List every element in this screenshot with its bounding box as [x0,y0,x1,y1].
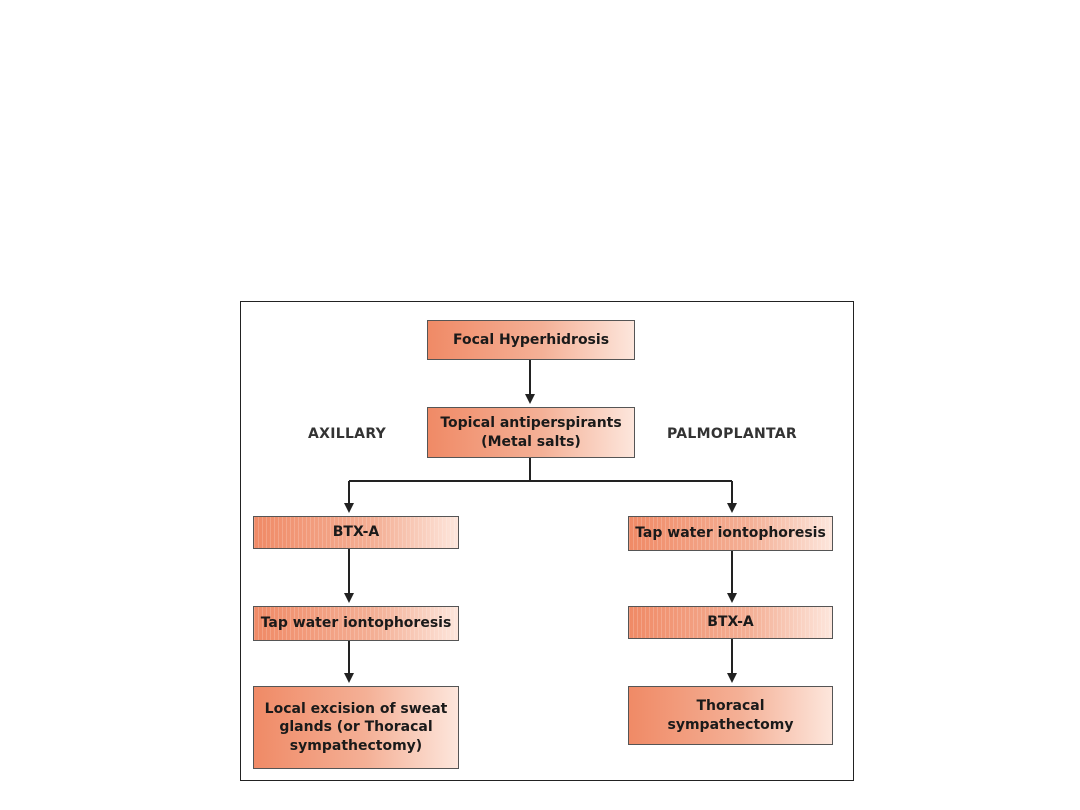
node-palmo-thoracal-line-2: sympathectomy [667,716,794,733]
node-palmo-btx-a: BTX-A [628,606,833,639]
branch-label-palmoplantar: PALMOPLANTAR [667,426,797,442]
node-axillary-iontophoresis-label: Tap water iontophoresis [260,615,452,632]
node-topical-line-1: Topical antiperspirants [440,415,622,432]
node-axillary-iontophoresis: Tap water iontophoresis [253,606,459,641]
node-axillary-excision-line-1: Local excision of sweat [264,701,448,718]
node-palmo-iontophoresis-label: Tap water iontophoresis [635,525,826,542]
node-palmo-thoracal-sympathectomy: Thoracal sympathectomy [628,686,833,745]
node-palmo-thoracal-line-1: Thoracal [696,698,765,715]
node-axillary-btx-a: BTX-A [253,516,459,549]
node-palmo-btx-a-label: BTX-A [707,614,754,631]
node-palmo-iontophoresis: Tap water iontophoresis [628,516,833,551]
node-axillary-excision-line-2: glands (or Thoracal [279,719,433,736]
branch-label-axillary: AXILLARY [308,426,387,442]
node-topical-antiperspirants: Topical antiperspirants (Metal salts) [427,407,635,458]
node-focal-hyperhidrosis-label: Focal Hyperhidrosis [452,331,610,348]
node-topical-line-2: (Metal salts) [481,433,581,450]
node-axillary-excision-line-3: sympathectomy) [289,737,423,754]
node-axillary-btx-a-label: BTX-A [332,524,380,541]
node-focal-hyperhidrosis: Focal Hyperhidrosis [427,320,635,360]
node-axillary-local-excision: Local excision of sweat glands (or Thora… [253,686,459,769]
